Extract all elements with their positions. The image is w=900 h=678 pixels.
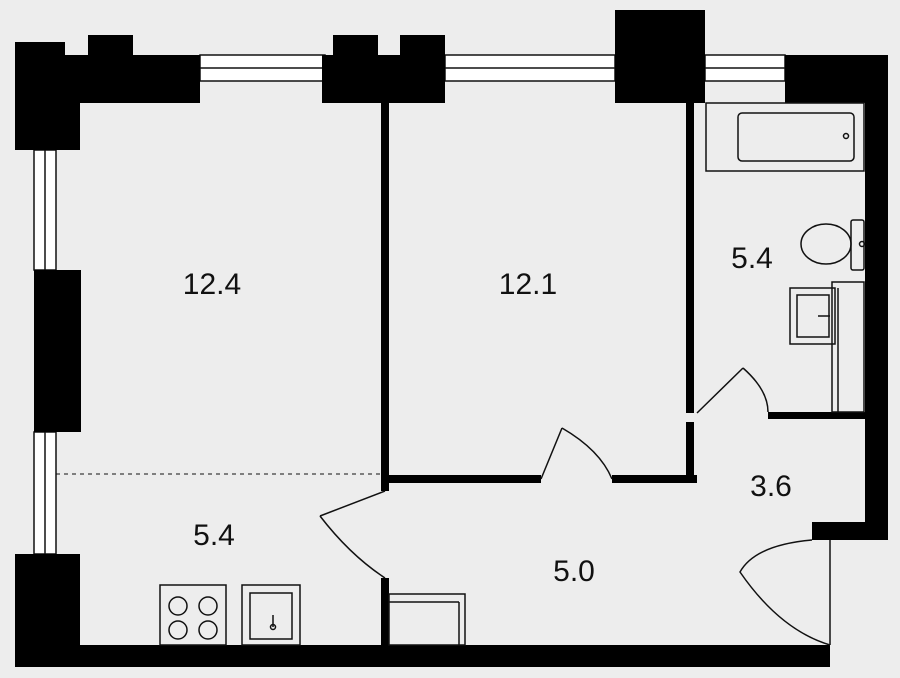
- bedroom-area: 12.1: [499, 268, 557, 301]
- door-bathroom: [696, 367, 769, 414]
- bathtub-icon: [705, 102, 865, 172]
- window-top: [199, 54, 786, 82]
- door-entrance: [739, 539, 831, 646]
- hallway-area: 5.0: [553, 555, 595, 588]
- bathroom-area: 5.4: [731, 242, 773, 275]
- living-room-area: 12.4: [183, 268, 241, 301]
- wardrobe-icon: [831, 281, 865, 413]
- stove-icon: [159, 584, 227, 646]
- kitchen-area: 5.4: [193, 519, 235, 552]
- kitchen-sink-icon: [241, 584, 301, 646]
- door-kitchen: [319, 490, 386, 579]
- interior-walls: [381, 103, 865, 645]
- exterior-walls: [15, 10, 888, 667]
- toilet-icon: [800, 219, 866, 271]
- storage-area: 3.6: [750, 470, 792, 503]
- door-bedroom: [540, 427, 613, 480]
- sink-icon: [789, 287, 836, 345]
- hall-cabinet-icon: [388, 593, 466, 646]
